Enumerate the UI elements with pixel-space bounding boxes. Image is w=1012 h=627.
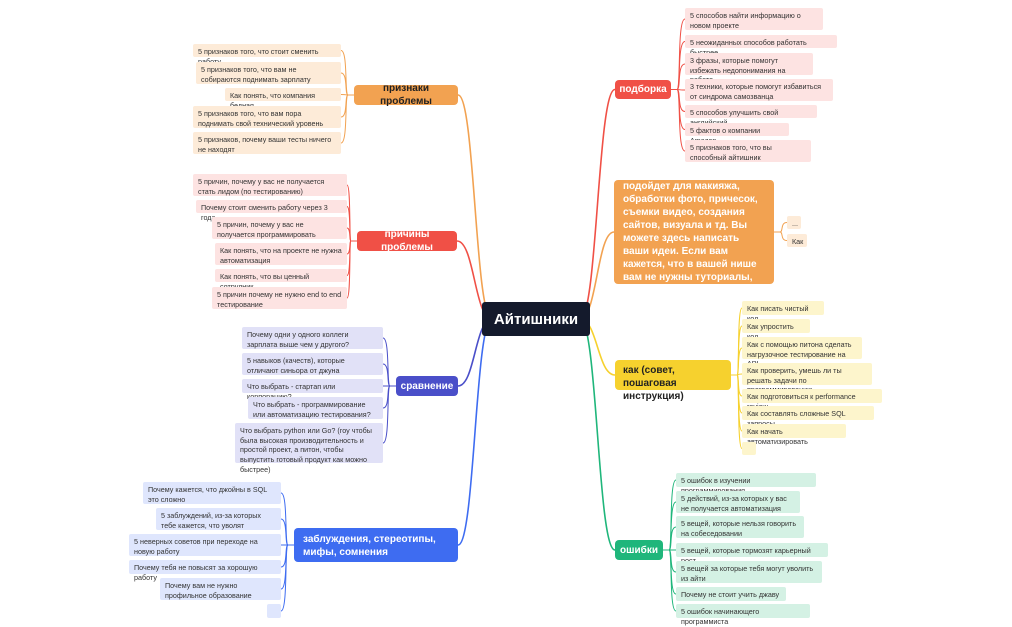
leaf-sravnenie-4[interactable]: Что выбрать - программирование или автом…: [248, 397, 383, 419]
leaf-podborka-6[interactable]: 5 фактов о компании Amazon: [685, 123, 789, 145]
link-kak-leaf-3: [731, 347, 743, 376]
leaf-zabluzhdeniya-3[interactable]: 5 неверных советов при переходе на новую…: [129, 534, 281, 556]
leaf-priznaki-3[interactable]: Как понять, что компания бедная: [225, 88, 341, 110]
leaf-podborka-7[interactable]: 5 признаков того, что вы способный айтиш…: [685, 140, 811, 162]
link-prichiny-leaf-1: [346, 184, 357, 242]
leaf-podborka-3[interactable]: 3 фразы, которые помогут избежать недопо…: [685, 53, 813, 84]
leaf-kak-8[interactable]: [742, 442, 756, 455]
link-oshibki-leaf-6: [663, 549, 677, 595]
leaf-prichiny-4[interactable]: Как понять, что на проекте не нужна авто…: [215, 243, 347, 265]
leaf-kak-4[interactable]: Как проверить, умешь ли ты решать задачи…: [742, 363, 872, 394]
link-kak-leaf-8: [731, 374, 743, 449]
leaf-podborka-1[interactable]: 5 способов найти информацию о новом прое…: [685, 8, 823, 30]
link-sravnenie-leaf-5: [382, 385, 396, 444]
leaf-zabluzhdeniya-5[interactable]: Почему вам не нужно профильное образован…: [160, 578, 281, 600]
leaf-prichiny-2[interactable]: Почему стоит сменить работу через 3 года: [196, 200, 347, 222]
link-root-podborka: [579, 88, 616, 320]
link-prichiny-leaf-4: [346, 240, 357, 255]
leaf-kak-3[interactable]: Как с помощью питона сделать нагрузочное…: [742, 337, 862, 368]
leaf-kak-2[interactable]: Как упростить код: [742, 319, 810, 341]
link-tutorial-leaf-2: [774, 231, 788, 241]
branch-prichiny[interactable]: причины проблемы: [357, 229, 457, 253]
link-prichiny-leaf-5: [346, 240, 357, 276]
link-podborka-leaf-7: [671, 89, 686, 152]
link-oshibki-leaf-5: [663, 549, 677, 573]
leaf-sravnenie-5[interactable]: Что выбрать python или Go? (гоу чтобы бы…: [235, 423, 383, 474]
leaf-podborka-5[interactable]: 5 способов улучшить свой английский: [685, 105, 817, 127]
leaf-kak-6[interactable]: Как составлять сложные SQL запросы: [742, 406, 874, 428]
leaf-prichiny-5[interactable]: Как понять, что вы ценный сотрудник: [215, 269, 347, 291]
leaf-oshibki-3[interactable]: 5 вещей, которые нельзя говорить на собе…: [676, 516, 804, 538]
link-oshibki-leaf-1: [663, 479, 677, 551]
root-node[interactable]: Айтишники: [482, 302, 590, 336]
leaf-kak-5[interactable]: Как подготовиться к performance review: [742, 389, 882, 411]
branch-oshibki[interactable]: ошибки: [615, 540, 663, 560]
leaf-podborka-2[interactable]: 5 неожиданных способов работать быстрее: [685, 35, 837, 57]
link-oshibki-leaf-3: [663, 526, 677, 551]
leaf-tutorial-1[interactable]: ...: [787, 216, 801, 229]
leaf-zabluzhdeniya-4[interactable]: Почему тебя не повысят за хорошую работу: [129, 560, 281, 582]
link-kak-leaf-1: [731, 307, 743, 376]
link-zabluzhdeniya-leaf-6: [280, 544, 294, 612]
link-sravnenie-leaf-4: [382, 385, 396, 409]
link-podborka-leaf-6: [671, 89, 686, 130]
leaf-sravnenie-1[interactable]: Почему одни у одного коллеги зарплата вы…: [242, 327, 383, 349]
link-tutorial-leaf-1: [774, 222, 788, 233]
leaf-oshibki-1[interactable]: 5 ошибок в изучении программирования: [676, 473, 816, 495]
branch-zabluzhdeniya[interactable]: заблуждения, стереотипы, мифы, сомнения: [294, 528, 458, 562]
leaf-sravnenie-3[interactable]: Что выбрать - стартап или корпорацию?: [242, 379, 383, 401]
link-oshibki-leaf-2: [663, 501, 677, 551]
link-zabluzhdeniya-leaf-4: [280, 544, 294, 568]
link-priznaki-leaf-4: [340, 94, 354, 118]
leaf-priznaki-1[interactable]: 5 признаков того, что стоит сменить рабо…: [193, 44, 341, 66]
leaf-podborka-4[interactable]: 3 техники, которые помогут избавиться от…: [685, 79, 833, 101]
leaf-sravnenie-2[interactable]: 5 навыков (качеств), которые отличают си…: [242, 353, 383, 375]
leaf-oshibki-6[interactable]: Почему не стоит учить джаву: [676, 587, 786, 601]
link-prichiny-leaf-2: [346, 206, 357, 242]
link-sravnenie-leaf-1: [382, 337, 396, 387]
leaf-zabluzhdeniya-1[interactable]: Почему кажется, что джойны в SQL это сло…: [143, 482, 281, 504]
leaf-oshibki-5[interactable]: 5 вещей за которые тебя могут уволить из…: [676, 561, 822, 583]
leaf-kak-1[interactable]: Как писать чистый код: [742, 301, 824, 323]
leaf-priznaki-4[interactable]: 5 признаков того, что вам пора поднимать…: [193, 106, 341, 128]
link-priznaki-leaf-2: [340, 72, 354, 96]
link-priznaki-leaf-5: [340, 94, 354, 144]
link-prichiny-leaf-6: [346, 240, 357, 299]
branch-tutorial[interactable]: туториал (это хорошо подойдет для макияж…: [614, 168, 774, 296]
leaf-prichiny-3[interactable]: 5 причин, почему у вас не получается про…: [212, 217, 347, 239]
link-zabluzhdeniya-leaf-2: [280, 518, 294, 546]
link-kak-leaf-7: [731, 374, 743, 432]
leaf-zabluzhdeniya-2[interactable]: 5 заблуждений, из-за которых тебе кажетс…: [156, 508, 281, 530]
link-root-oshibki: [579, 318, 616, 551]
leaf-tutorial-2[interactable]: Как: [787, 234, 807, 247]
leaf-priznaki-5[interactable]: 5 признаков, почему ваши тесты ничего не…: [193, 132, 341, 154]
link-prichiny-leaf-3: [346, 227, 357, 242]
branch-sravnenie[interactable]: сравнение: [396, 376, 458, 396]
leaf-oshibki-4[interactable]: 5 вещей, которые тормозят карьерный рост: [676, 543, 828, 565]
branch-kak[interactable]: как (совет, пошаговая инструкция): [615, 360, 731, 402]
leaf-zabluzhdeniya-6[interactable]: [267, 604, 281, 618]
leaf-oshibki-2[interactable]: 5 действий, из-за которых у вас не получ…: [676, 491, 800, 513]
leaf-priznaki-2[interactable]: 5 признаков того, что вам не собираются …: [196, 62, 341, 84]
link-sravnenie-leaf-2: [382, 363, 396, 387]
link-oshibki-leaf-7: [663, 549, 677, 612]
link-podborka-leaf-1: [671, 18, 686, 90]
link-priznaki-leaf-1: [340, 50, 354, 96]
leaf-kak-7[interactable]: Как начать автоматизировать: [742, 424, 846, 446]
leaf-prichiny-6[interactable]: 5 причин почему не нужно end to end тест…: [212, 287, 347, 309]
link-zabluzhdeniya-leaf-1: [280, 492, 294, 546]
link-zabluzhdeniya-leaf-5: [280, 544, 294, 590]
leaf-oshibki-7[interactable]: 5 ошибок начинающего программиста: [676, 604, 810, 626]
leaf-prichiny-1[interactable]: 5 причин, почему у вас не получается ста…: [193, 174, 347, 196]
link-kak-leaf-5: [731, 374, 743, 397]
branch-priznaki[interactable]: признаки проблемы: [354, 83, 458, 107]
branch-podborka[interactable]: подборка: [615, 80, 671, 99]
link-podborka-leaf-2: [671, 41, 686, 90]
